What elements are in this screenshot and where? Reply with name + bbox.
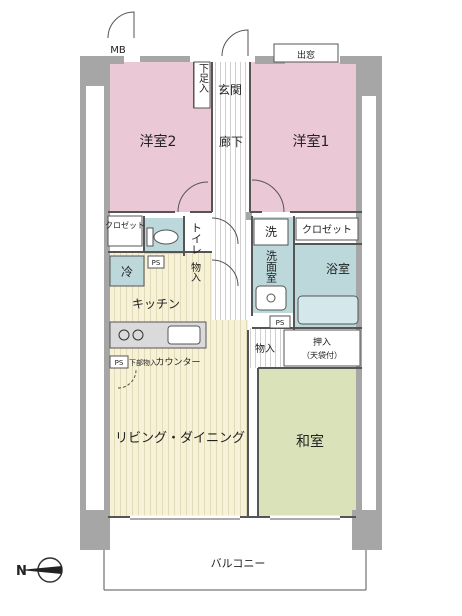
window-marks (130, 515, 340, 520)
north-arrow-icon: N (16, 557, 63, 583)
bathtub (297, 295, 359, 325)
oshiire (283, 329, 361, 367)
oshiire-sub-label: （天袋付） (302, 350, 342, 360)
western1-floor (250, 62, 362, 212)
closet-left (107, 215, 143, 247)
toilet-label: トイレ (190, 222, 203, 255)
closet-right-label: クロゼット (302, 224, 352, 236)
western1-label: 洋室1 (293, 133, 330, 150)
shoe-storage-label: 下足入 (197, 63, 209, 93)
kitchen-sink (167, 325, 201, 345)
stove-burner (118, 329, 130, 341)
storage-hall-label: 物入 (255, 342, 275, 355)
structure-walls (80, 56, 382, 550)
toilet-tank (146, 227, 154, 247)
stove-burner (132, 329, 144, 341)
closet-right (295, 217, 359, 241)
kitchen-label: キッチン (132, 297, 180, 311)
ps-box-hall (269, 315, 291, 329)
svg-text:N: N (16, 564, 27, 579)
fridge-space (109, 255, 145, 287)
bay-window (273, 43, 339, 63)
storage-small-label: 物入 (189, 261, 201, 282)
wash-label: 洗 (265, 225, 277, 239)
wash-basin (255, 285, 287, 311)
ps-label-hall: PS (276, 319, 285, 327)
toilet-bowl (153, 229, 179, 245)
corridor-label: 廊下 (219, 134, 243, 149)
ps-label-kitchen: PS (115, 359, 124, 367)
door-swings (107, 11, 285, 389)
ldk-label: リビング・ダイニング (115, 431, 245, 446)
counter-label: カウンター (155, 357, 200, 368)
balcony-area (103, 550, 367, 591)
ps-box-kitchen (109, 355, 129, 369)
washer-space (253, 218, 289, 246)
mb-label: MB (110, 45, 126, 56)
hall-floor (248, 328, 282, 368)
ps-box-left (147, 255, 165, 269)
entrance-label: 玄関 (218, 82, 242, 97)
washroom-label: 洗面室 (265, 250, 278, 283)
balcony-label: バルコニー (211, 557, 266, 570)
shoe-storage (193, 61, 211, 109)
corridor-floor (212, 62, 250, 320)
bay-window-label: 出窓 (297, 49, 315, 61)
fridge-label: 冷 (121, 265, 133, 279)
oshiire-label: 押入 (313, 336, 331, 348)
washitsu-floor (258, 368, 362, 516)
western2-label: 洋室2 (140, 133, 177, 150)
underfloor-storage-label: 下部物入 (129, 358, 157, 367)
basin-drain (266, 293, 276, 303)
ps-label-left: PS (152, 259, 161, 267)
washitsu-label: 和室 (296, 433, 324, 450)
closet-left-label: クロゼット (105, 220, 145, 230)
bath-label: 浴室 (326, 261, 350, 276)
